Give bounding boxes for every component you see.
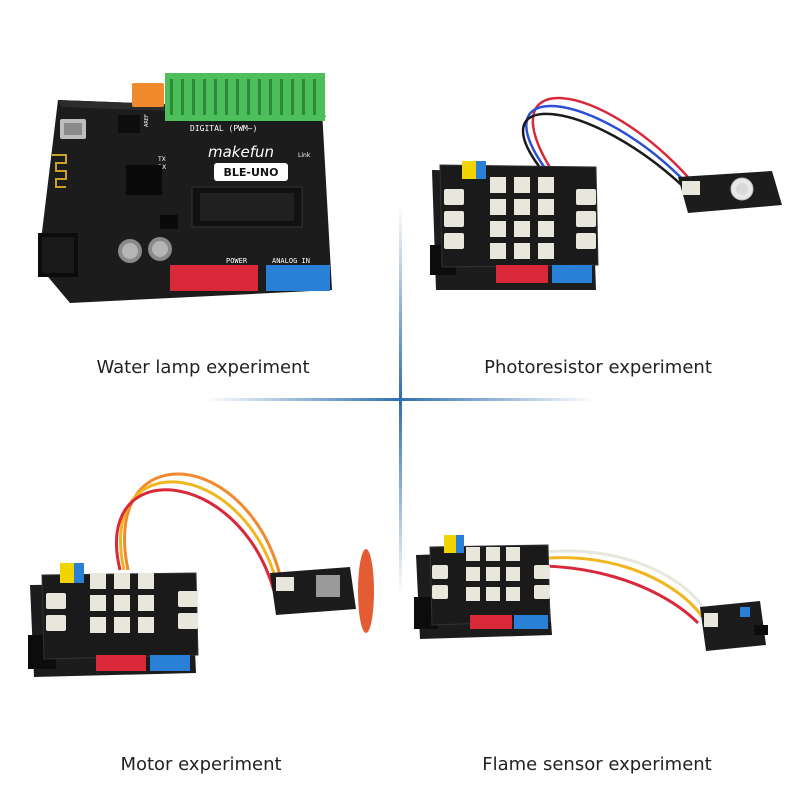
tx-label: TX xyxy=(157,156,166,163)
orange-header xyxy=(132,83,164,107)
brand-logo: makefun xyxy=(208,143,274,161)
caption-flame-sensor: Flame sensor experiment xyxy=(482,754,712,775)
sensor-shield xyxy=(429,544,551,626)
ble-uno-board-photo: DIGITAL (PWM~) AREF makefun BLE-UNO TX R… xyxy=(38,73,332,303)
sensor-shield xyxy=(439,164,599,268)
photoresistor-setup-photo xyxy=(430,96,782,290)
rx-label: RX xyxy=(158,164,166,171)
aref-label: AREF xyxy=(144,114,150,127)
caption-water-lamp: Water lamp experiment xyxy=(96,357,310,378)
green-digital-header xyxy=(165,73,325,121)
analog-label: ANALOG IN xyxy=(272,257,310,265)
red-power-header xyxy=(170,265,258,291)
blue-analog-header xyxy=(266,265,330,291)
divider-vertical xyxy=(399,205,402,595)
caption-motor: Motor experiment xyxy=(120,754,282,775)
caption-photoresistor: Photoresistor experiment xyxy=(484,357,712,378)
link-label: Link xyxy=(298,152,311,159)
red-rotor xyxy=(358,549,374,633)
digital-label: DIGITAL (PWM~) xyxy=(190,124,257,133)
antenna xyxy=(52,154,67,188)
flame-sensor-setup-photo xyxy=(414,535,768,651)
power-label: POWER xyxy=(226,257,248,265)
photoresistor-module xyxy=(678,171,782,213)
motor-setup-photo xyxy=(28,472,374,677)
model-label: BLE-UNO xyxy=(224,166,279,179)
board-body xyxy=(38,100,332,303)
